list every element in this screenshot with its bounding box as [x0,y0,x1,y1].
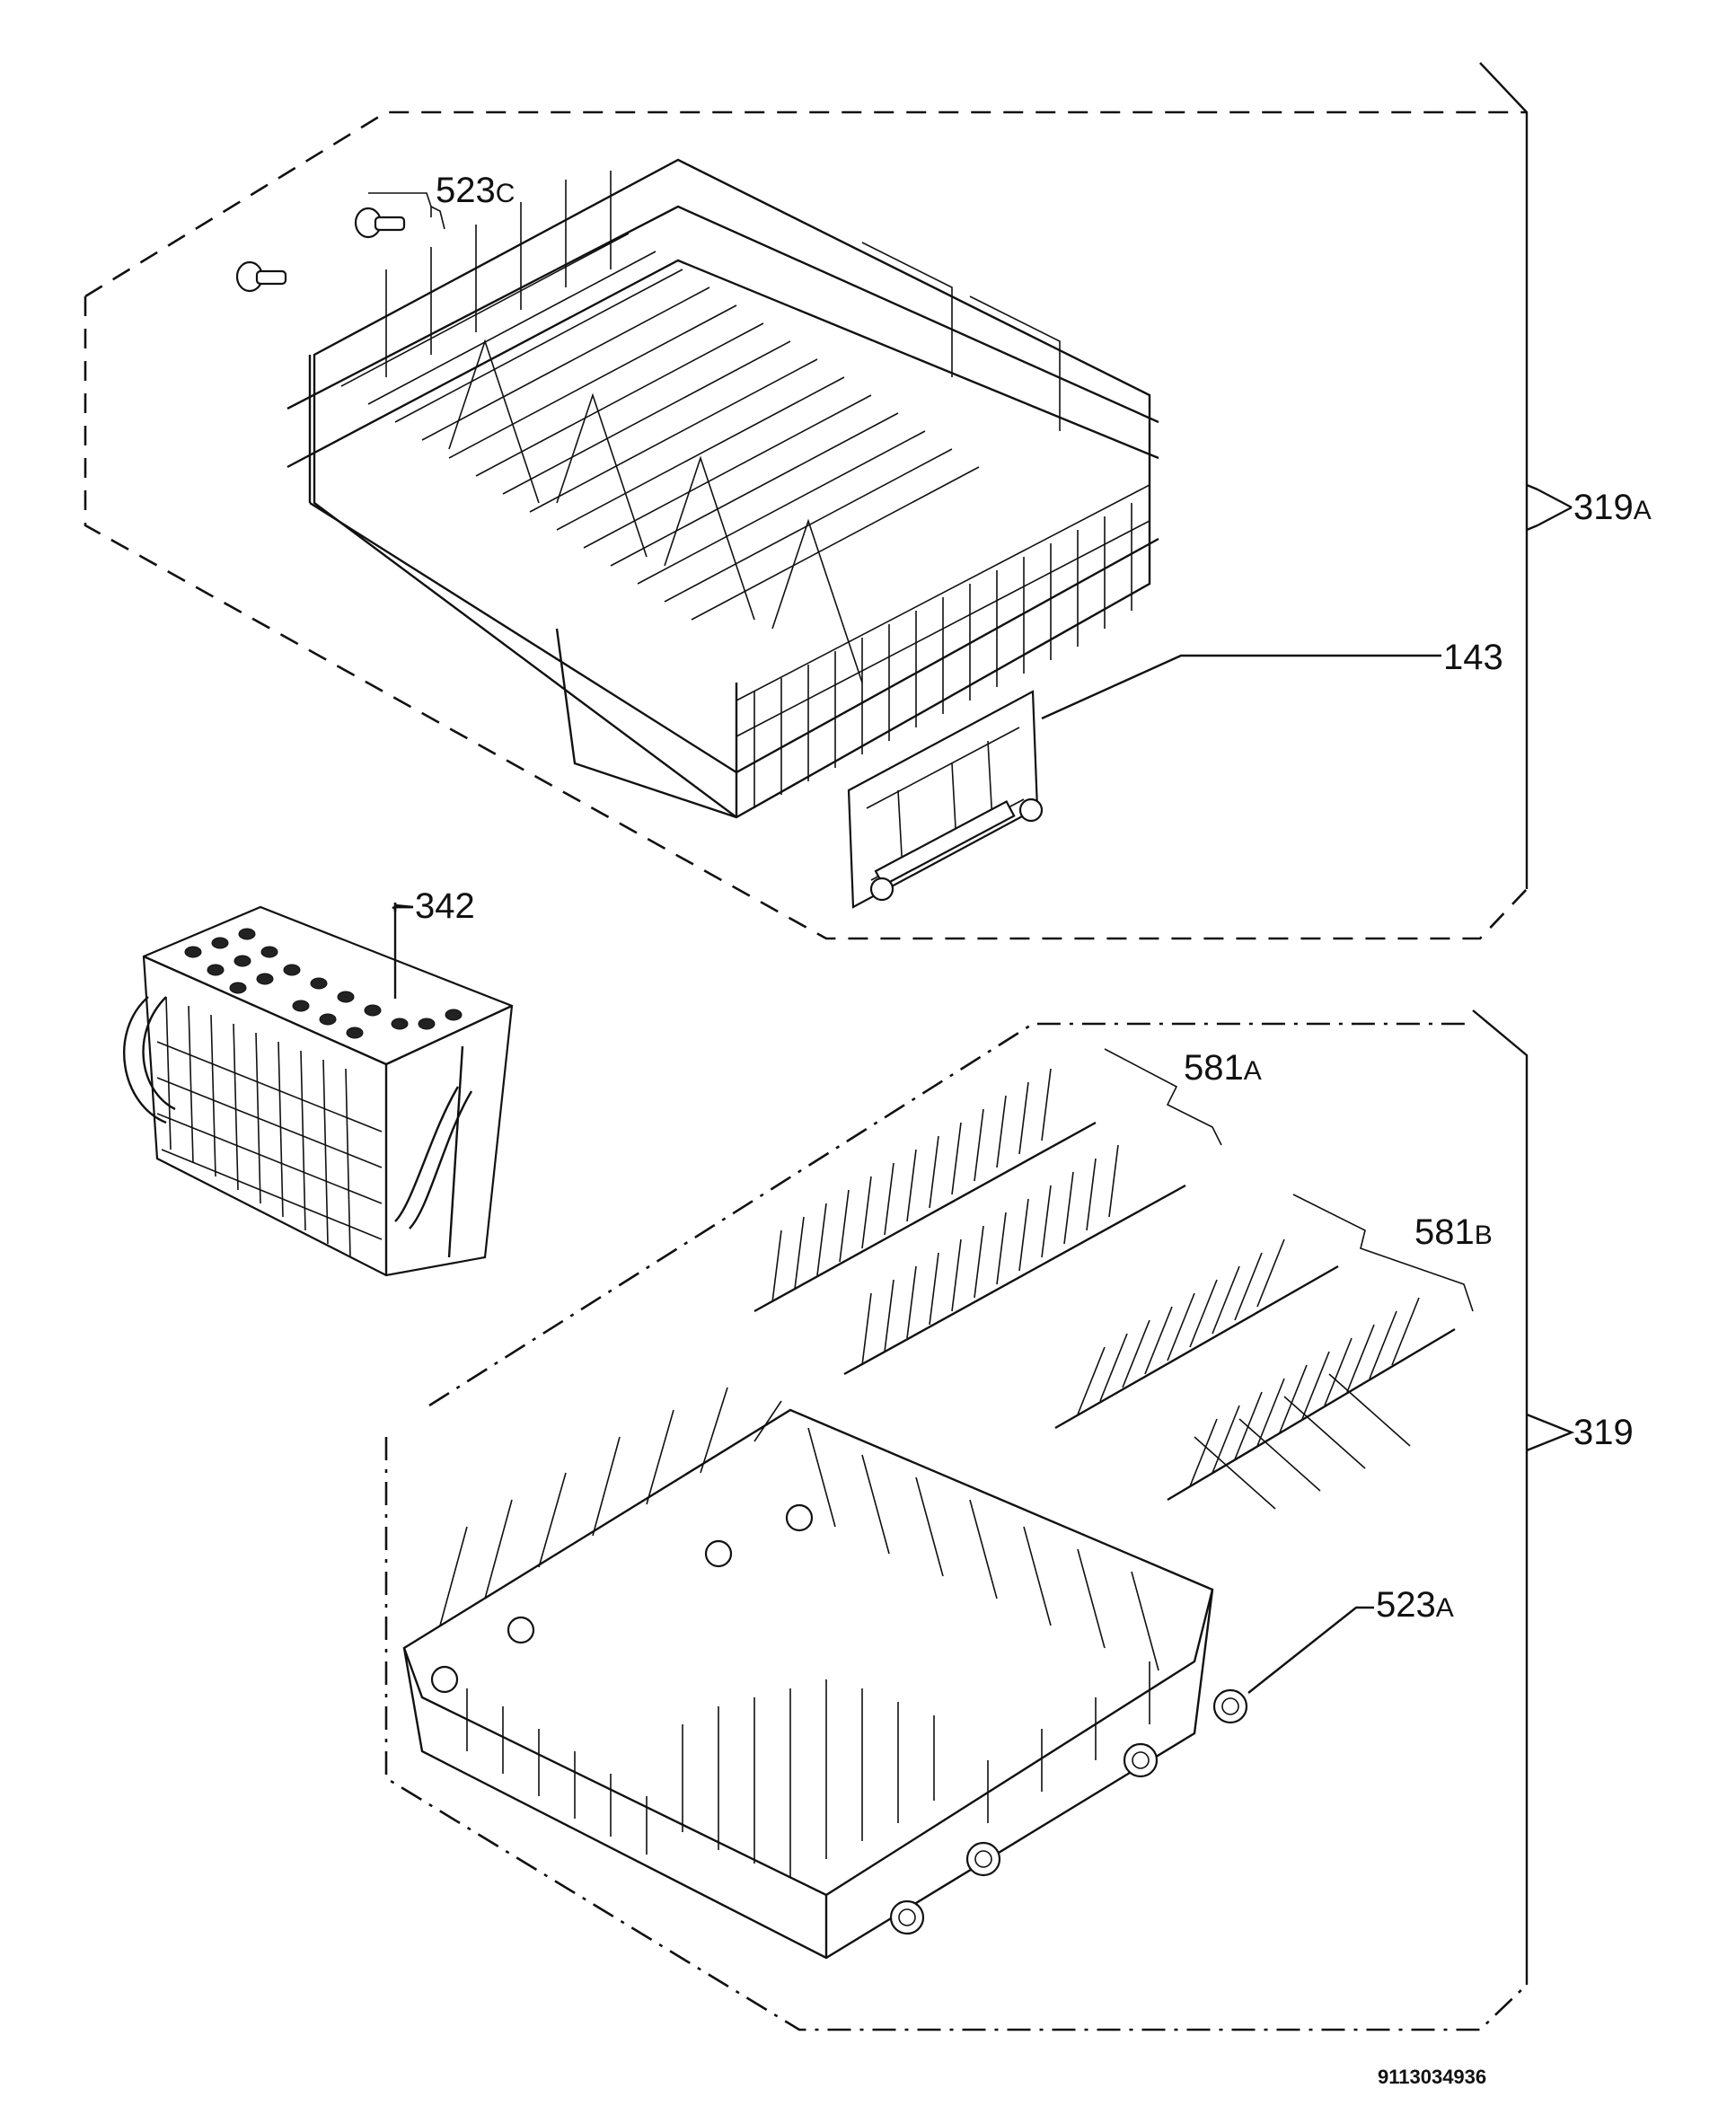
callout-143: 143 [1443,638,1503,677]
document-code: 9113034936 [1378,2066,1486,2088]
callout-581b: 581B [1414,1212,1493,1252]
upper-assembly-bracket [1479,62,1529,889]
lid-holes [184,928,463,1039]
lower-assembly-bracket [1472,1009,1529,1985]
callout-319: 319 [1573,1413,1634,1452]
wheel-part-523a [889,1688,1248,1935]
lower-basket-assembly [384,1009,1575,2031]
flap-part-143 [847,690,1044,909]
callout-523c: 523C [436,171,515,210]
cutlery-basket-part-342 [123,905,514,1277]
plate-rack-part-581b [1054,1238,1456,1510]
wheel-pin-part-523c [235,207,406,293]
upper-basket-assembly [84,62,1573,940]
lower-assembly-boundary [384,1022,1528,2031]
callout-581a: 581A [1184,1048,1262,1088]
callout-342: 342 [415,886,475,926]
callout-523a: 523A [1376,1585,1454,1625]
upper-assembly-boundary [84,110,1528,940]
leader-lines [368,192,1474,1694]
callout-labels: 523C 319A 143 342 581A 581B 319 523A 911… [415,171,1652,2088]
callout-319a: 319A [1573,488,1652,527]
upper-basket [286,158,1159,819]
plate-rack-part-581a [753,1068,1186,1376]
lower-basket [402,1387,1214,1960]
